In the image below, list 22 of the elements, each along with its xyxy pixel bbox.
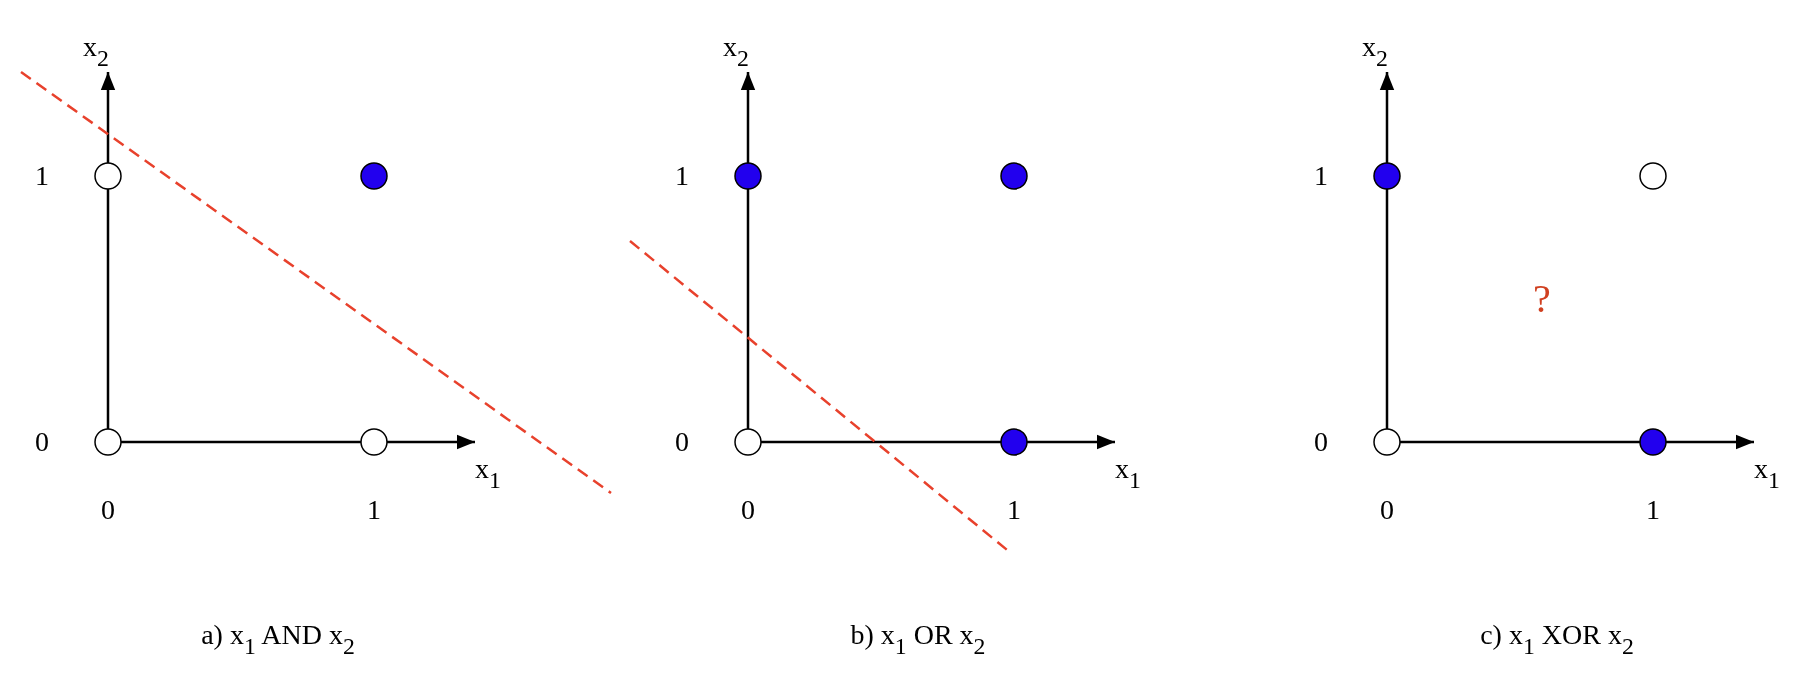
tick-label: 1 [675, 162, 689, 190]
tick-label: 1 [1646, 496, 1660, 524]
axis-label: x$_{2}$ [83, 32, 109, 72]
panel-caption: b) x$_{1}$ OR x$_{2}$ [850, 620, 986, 660]
tick-label: 0 [101, 496, 115, 524]
tick-label: 0 [35, 428, 49, 456]
tick-label: 0 [1380, 496, 1394, 524]
tick-label: 0 [1314, 428, 1328, 456]
tick-label: 0 [741, 496, 755, 524]
panel-caption: a) x$_{1}$ AND x$_{2}$ [201, 620, 355, 660]
axis-label: x$_{2}$ [1362, 32, 1388, 72]
axis-label: x$_{1}$ [1115, 454, 1141, 494]
axis-label: x$_{2}$ [723, 32, 749, 72]
tick-label: 1 [367, 496, 381, 524]
tick-label: 1 [1007, 496, 1021, 524]
tick-label: 0 [675, 428, 689, 456]
question-mark: ? [1533, 279, 1551, 319]
axis-label: x$_{1}$ [475, 454, 501, 494]
axis-label: x$_{1}$ [1754, 454, 1780, 494]
panel-caption: c) x$_{1}$ XOR x$_{2}$ [1480, 620, 1634, 660]
tick-label: 1 [1314, 162, 1328, 190]
tick-label: 1 [35, 162, 49, 190]
